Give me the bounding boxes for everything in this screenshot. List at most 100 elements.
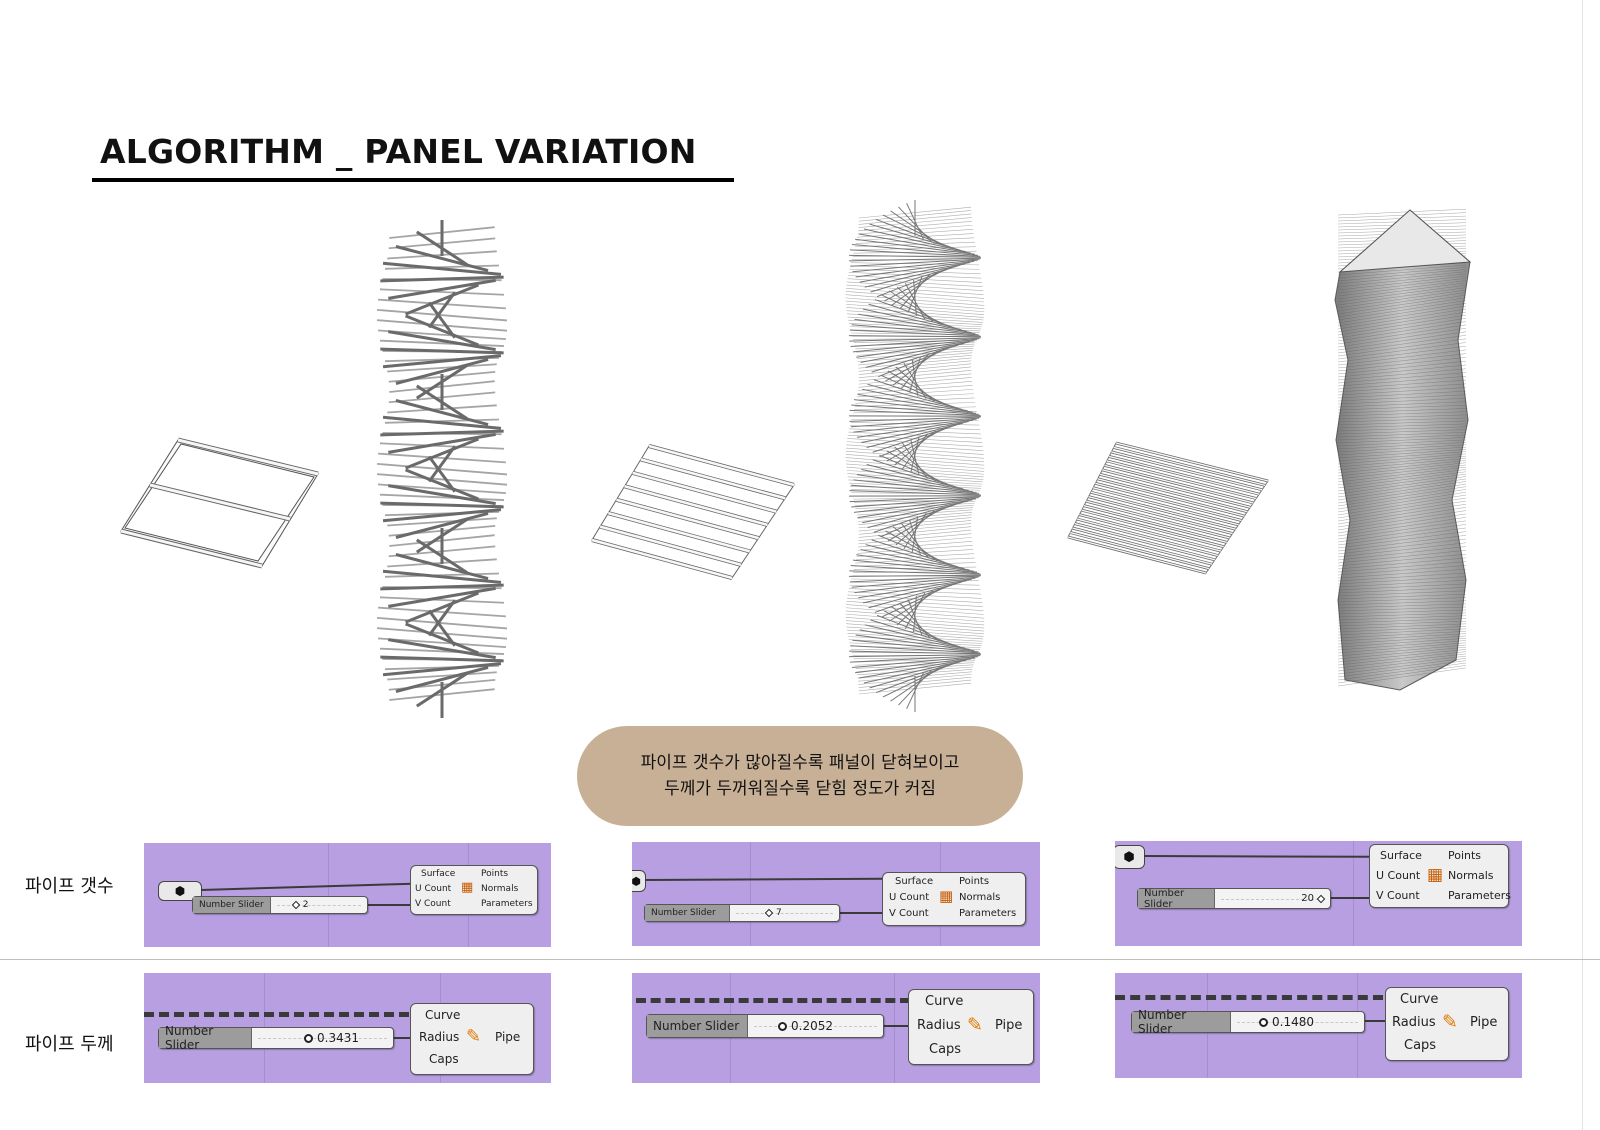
input-u-count[interactable]: U Count — [1376, 869, 1421, 882]
input-radius[interactable]: Radius — [419, 1030, 460, 1044]
slider-knob[interactable] — [291, 900, 300, 910]
slider-value: 7 — [776, 908, 782, 918]
input-surface[interactable]: Surface — [1380, 849, 1422, 862]
slider-name: Number Slider — [1132, 1008, 1231, 1036]
input-caps[interactable]: Caps — [429, 1052, 459, 1066]
flat-panel-20-pipes — [1067, 441, 1269, 575]
pipe-icon: ✎ — [466, 1026, 482, 1047]
pipe-icon: ✎ — [967, 1014, 983, 1036]
number-slider-count[interactable]: Number Slider 2 — [192, 896, 368, 914]
twisted-tower-sparse — [376, 220, 508, 718]
input-v-count[interactable]: V Count — [889, 908, 929, 919]
input-radius[interactable]: Radius — [1392, 1015, 1436, 1030]
flat-panel-7-pipes — [591, 444, 795, 580]
surface-param-icon: ⬢ — [1123, 849, 1135, 864]
page-edge — [1582, 0, 1583, 1130]
slider-knob[interactable] — [1259, 1017, 1268, 1027]
slider-knob[interactable] — [1316, 894, 1326, 903]
output-pipe[interactable]: Pipe — [995, 1018, 1023, 1033]
panel-renders — [120, 200, 1472, 718]
slider-track[interactable]: 7 — [730, 905, 839, 921]
slider-knob[interactable] — [778, 1021, 787, 1031]
slider-name: Number Slider — [647, 1015, 748, 1037]
surface-param[interactable]: ⬢ — [632, 870, 646, 892]
input-caps[interactable]: Caps — [1404, 1038, 1437, 1053]
input-u-count[interactable]: U Count — [415, 884, 452, 894]
output-normals[interactable]: Normals — [481, 884, 519, 894]
slider-value: 20 — [1301, 893, 1314, 904]
grasshopper-canvas-count-7[interactable]: ⬢ Number Slider 7 Surface U Count V Coun… — [632, 842, 1040, 946]
slider-value: 2 — [302, 900, 309, 910]
number-slider-count[interactable]: Number Slider 20 — [1137, 888, 1331, 910]
input-surface[interactable]: Surface — [421, 869, 456, 879]
divide-surface-component[interactable]: Surface U Count V Count ▦ Points Normals… — [1369, 844, 1511, 908]
slider-track[interactable]: 20 — [1215, 889, 1330, 908]
input-radius[interactable]: Radius — [917, 1018, 961, 1033]
divide-surface-component[interactable]: Surface U Count V Count ▦ Points Normals… — [410, 865, 538, 915]
flat-panel-2-pipes — [120, 437, 319, 569]
slider-track[interactable]: 0.2052 — [748, 1015, 883, 1037]
output-parameters[interactable]: Parameters — [1448, 889, 1511, 902]
divide-surface-icon: ▦ — [1427, 865, 1444, 885]
pipe-component[interactable]: Curve Radius Caps ✎ Pipe — [1385, 987, 1509, 1061]
input-v-count[interactable]: V Count — [1376, 889, 1420, 902]
slider-name: Number Slider — [159, 1024, 252, 1052]
slider-knob[interactable] — [764, 908, 774, 918]
pipe-component[interactable]: Curve Radius Caps ✎ Pipe — [410, 1003, 534, 1075]
input-surface[interactable]: Surface — [895, 876, 934, 887]
input-u-count[interactable]: U Count — [889, 892, 930, 903]
callout-line-1: 파이프 갯수가 많아질수록 패널이 닫혀보이고 — [640, 753, 960, 773]
grasshopper-canvas-count-2[interactable]: ⬢ Number Slider 2 Surface U Count V Coun… — [144, 843, 551, 947]
twisted-tower-medium — [845, 200, 985, 712]
output-pipe[interactable]: Pipe — [495, 1030, 521, 1044]
number-slider-count[interactable]: Number Slider 7 — [644, 904, 840, 922]
row-label-pipe-count: 파이프 갯수 — [25, 876, 114, 897]
divide-surface-icon: ▦ — [461, 880, 474, 895]
number-slider-radius[interactable]: Number Slider 0.3431 — [158, 1024, 394, 1052]
slider-value: 0.2052 — [791, 1019, 833, 1033]
row-divider — [0, 959, 1600, 960]
slider-track[interactable]: 0.3431 — [252, 1028, 393, 1048]
grasshopper-canvas-thickness-1[interactable]: Number Slider 0.3431 Curve Radius Caps ✎… — [144, 973, 551, 1083]
slider-knob[interactable] — [304, 1033, 313, 1043]
number-slider-radius[interactable]: Number Slider 0.2052 — [646, 1014, 884, 1038]
output-points[interactable]: Points — [481, 869, 509, 879]
row-label-pipe-thickness: 파이프 두께 — [25, 1034, 114, 1055]
slider-track[interactable]: 0.1480 — [1231, 1012, 1364, 1032]
output-parameters[interactable]: Parameters — [959, 908, 1017, 919]
pipe-component[interactable]: Curve Radius Caps ✎ Pipe — [908, 989, 1034, 1065]
pipe-icon: ✎ — [1442, 1011, 1458, 1033]
grasshopper-canvas-thickness-3[interactable]: Number Slider 0.1480 Curve Radius Caps ✎… — [1115, 973, 1522, 1078]
slider-value: 0.3431 — [317, 1031, 359, 1045]
explanation-callout: 파이프 갯수가 많아질수록 패널이 닫혀보이고 두께가 두꺼워질수록 닫힘 정도… — [577, 726, 1023, 826]
surface-param[interactable]: ⬢ — [158, 881, 202, 901]
grasshopper-canvas-thickness-2[interactable]: Number Slider 0.2052 Curve Radius Caps ✎… — [632, 973, 1040, 1083]
input-curve[interactable]: Curve — [925, 994, 964, 1009]
slider-name: Number Slider — [1138, 888, 1215, 910]
output-parameters[interactable]: Parameters — [481, 899, 533, 909]
divide-surface-component[interactable]: Surface U Count V Count ▦ Points Normals… — [882, 872, 1026, 926]
surface-param[interactable]: ⬢ — [1115, 845, 1145, 869]
slider-value: 0.1480 — [1272, 1015, 1314, 1029]
surface-param-icon: ⬢ — [632, 875, 641, 888]
divide-surface-icon: ▦ — [939, 887, 954, 905]
twisted-tower-dense — [1334, 208, 1472, 691]
output-pipe[interactable]: Pipe — [1470, 1015, 1498, 1030]
output-points[interactable]: Points — [1448, 849, 1482, 862]
slider-name: Number Slider — [645, 905, 730, 921]
input-curve[interactable]: Curve — [425, 1008, 461, 1022]
input-v-count[interactable]: V Count — [415, 899, 451, 909]
output-points[interactable]: Points — [959, 876, 990, 887]
page-title: ALGORITHM _ PANEL VARIATION — [100, 132, 697, 171]
output-normals[interactable]: Normals — [959, 892, 1001, 903]
slider-name: Number Slider — [193, 897, 271, 913]
grasshopper-canvas-count-20[interactable]: ⬢ Number Slider 20 Surface U Count V Cou… — [1115, 841, 1522, 946]
surface-param-icon: ⬢ — [174, 884, 186, 898]
input-caps[interactable]: Caps — [929, 1042, 962, 1057]
title-underline — [92, 178, 734, 182]
slider-track[interactable]: 2 — [271, 897, 367, 913]
number-slider-radius[interactable]: Number Slider 0.1480 — [1131, 1008, 1365, 1036]
output-normals[interactable]: Normals — [1448, 869, 1494, 882]
input-curve[interactable]: Curve — [1400, 992, 1439, 1007]
callout-line-2: 두께가 두꺼워질수록 닫힘 정도가 커짐 — [664, 779, 936, 799]
